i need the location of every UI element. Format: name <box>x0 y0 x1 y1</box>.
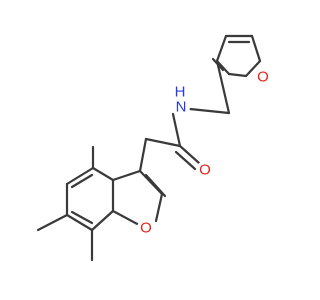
atom-n-amide: N <box>172 98 190 116</box>
bond <box>70 210 94 225</box>
bond <box>154 192 164 223</box>
bond <box>65 213 94 232</box>
atom-o-carbonyl: O <box>196 161 214 179</box>
bond <box>144 137 182 148</box>
bond <box>174 150 197 171</box>
bond <box>144 173 167 198</box>
bond <box>215 59 231 115</box>
bond <box>215 59 231 76</box>
bond <box>111 209 143 228</box>
bond <box>70 173 94 189</box>
atom-label: O <box>140 220 152 237</box>
bond <box>138 137 148 173</box>
bond <box>250 34 262 63</box>
bond <box>171 112 182 148</box>
bond <box>178 144 201 165</box>
atom-label: O <box>257 69 269 86</box>
atom-labels: O N H O O <box>137 68 272 237</box>
atom-o-furan: O <box>254 68 272 86</box>
bond <box>111 169 142 182</box>
atom-o-benzofuran: O <box>137 219 155 237</box>
molecule-structure-diagram: O N H O O <box>36 34 272 262</box>
bond <box>91 166 115 182</box>
bond <box>90 209 115 232</box>
bond-layer <box>36 34 262 262</box>
atom-h-amide: H <box>175 84 186 101</box>
atom-label: N <box>176 99 187 116</box>
bond <box>227 72 248 78</box>
bond <box>65 166 95 186</box>
bond <box>215 34 228 63</box>
bond <box>36 213 69 232</box>
atom-label: H <box>175 84 186 101</box>
atom-label: O <box>199 162 211 179</box>
bond <box>188 107 231 115</box>
bond <box>244 59 262 78</box>
